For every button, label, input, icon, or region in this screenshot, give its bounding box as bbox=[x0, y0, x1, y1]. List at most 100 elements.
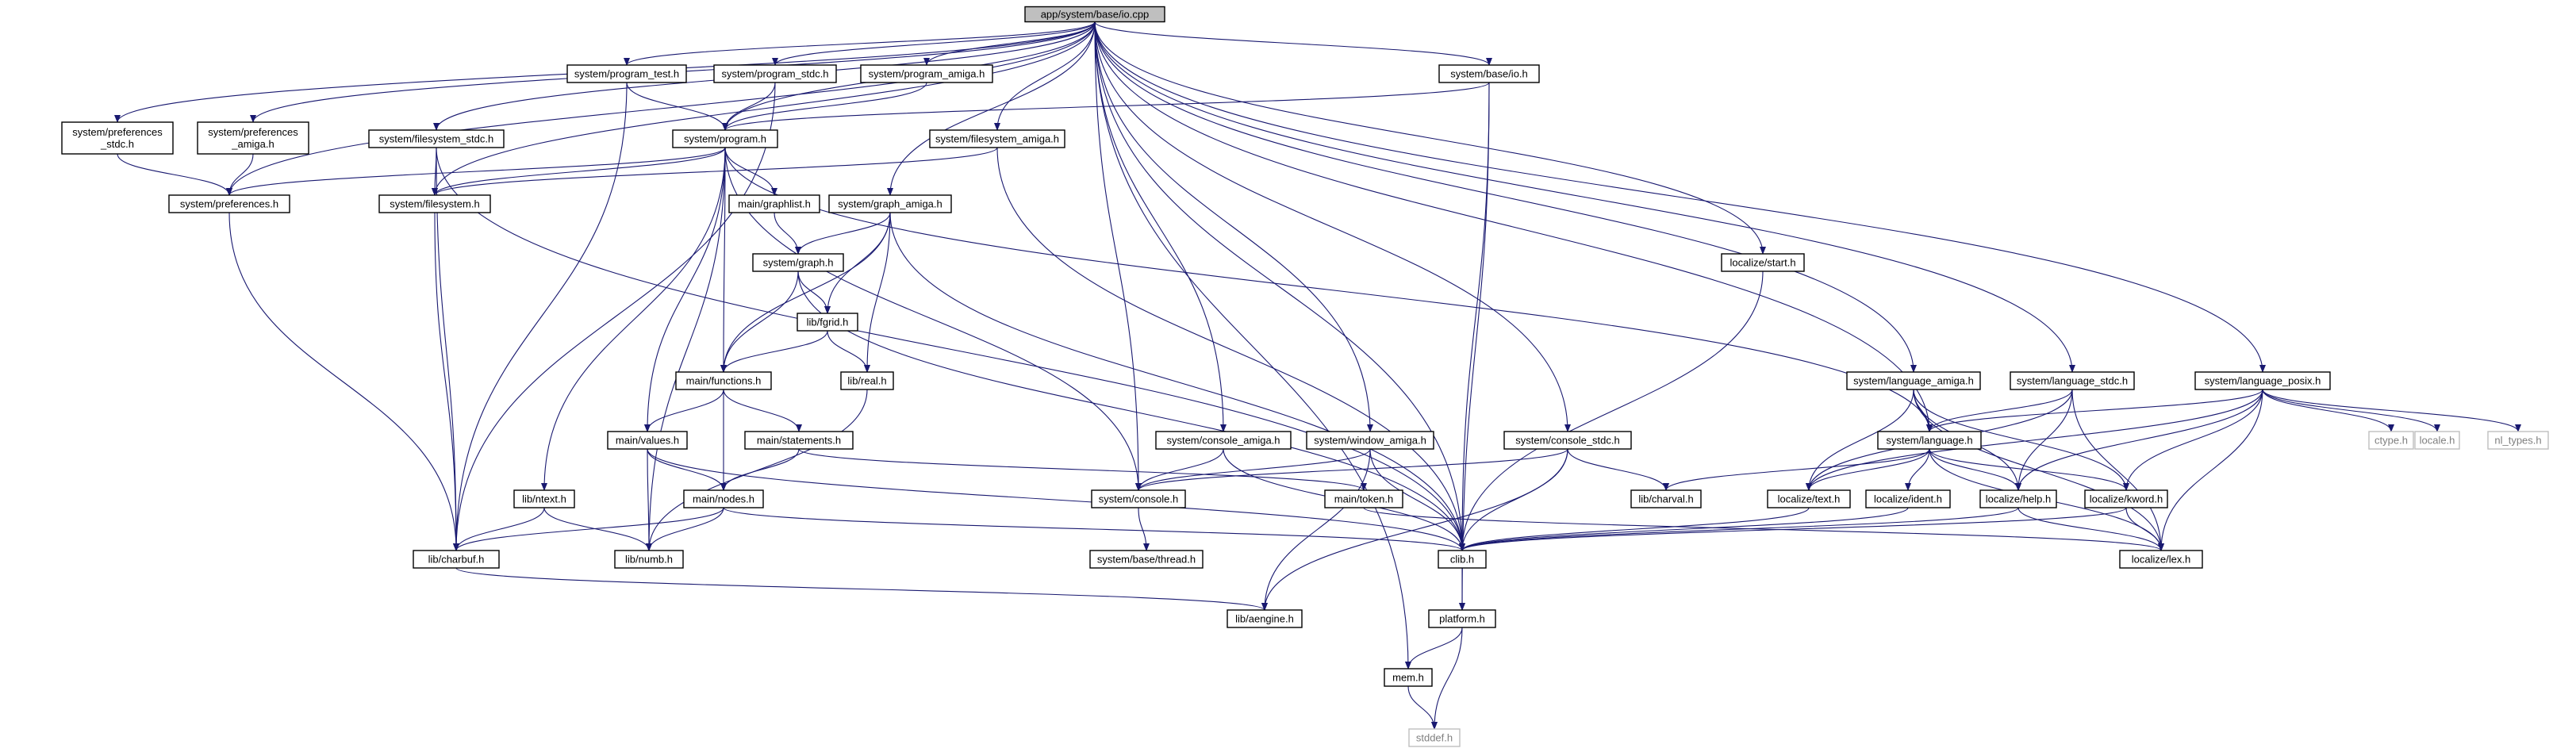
node-lib-numb-h[interactable]: lib/numb.h bbox=[614, 550, 684, 569]
node-system-language-amiga-h[interactable]: system/language_amiga.h bbox=[1846, 371, 1981, 390]
node-localize-start-h[interactable]: localize/start.h bbox=[1721, 253, 1805, 272]
node-system-language-posix-h[interactable]: system/language_posix.h bbox=[2194, 371, 2331, 390]
include-edge-console_stdc-to-clib bbox=[1459, 448, 1568, 551]
include-edge-ltext-to-clib bbox=[1459, 507, 1810, 551]
include-edge-program_test-to-charbuf bbox=[453, 82, 628, 551]
node-system-console-amiga-h[interactable]: system/console_amiga.h bbox=[1155, 431, 1292, 450]
include-edge-program-to-filesystem bbox=[432, 147, 726, 196]
include-edge-statements-to-token bbox=[798, 448, 1367, 491]
node-localize-lex-h[interactable]: localize/lex.h bbox=[2119, 550, 2203, 569]
node-main-graphlist-h[interactable]: main/graphlist.h bbox=[728, 194, 820, 213]
include-edge-help-to-lex bbox=[2017, 507, 2164, 551]
node-box bbox=[1846, 371, 1981, 390]
node-box bbox=[2194, 371, 2331, 390]
include-edge-kword-to-lex bbox=[2125, 507, 2164, 551]
node-system-language-h[interactable]: system/language.h bbox=[1877, 431, 1982, 450]
node-system-base-thread-h[interactable]: system/base/thread.h bbox=[1089, 550, 1204, 569]
node-system-graph-amiga-h[interactable]: system/graph_amiga.h bbox=[828, 194, 952, 213]
node-system-program-amiga-h[interactable]: system/program_amiga.h bbox=[860, 64, 993, 83]
node-system-window-amiga-h[interactable]: system/window_amiga.h bbox=[1306, 431, 1434, 450]
node-lib-fgrid-h[interactable]: lib/fgrid.h bbox=[797, 313, 858, 332]
include-edge-program-to-preferences bbox=[226, 147, 726, 196]
node-label: system/graph_amiga.h bbox=[838, 198, 942, 210]
node-system-console-stdc-h[interactable]: system/console_stdc.h bbox=[1503, 431, 1632, 450]
include-edge-graph-to-functions bbox=[720, 270, 799, 373]
node-box bbox=[513, 489, 575, 508]
node-label: main/functions.h bbox=[686, 375, 762, 387]
include-edge-ident-to-clib bbox=[1459, 507, 1909, 551]
node-system-preferences-amiga-h[interactable]: system/preferences_amiga.h bbox=[197, 121, 309, 155]
node-localize-kword-h[interactable]: localize/kword.h bbox=[2084, 489, 2168, 508]
include-edge-ntext-to-charbuf bbox=[453, 507, 545, 551]
node-label: system/preferences.h bbox=[180, 198, 278, 210]
node-box bbox=[675, 371, 772, 390]
node-system-filesystem-h[interactable]: system/filesystem.h bbox=[378, 194, 491, 213]
node-system-preferences-h[interactable]: system/preferences.h bbox=[168, 194, 290, 213]
include-edge-charbuf-to-aengine bbox=[455, 567, 1268, 611]
node-label: lib/aengine.h bbox=[1235, 613, 1294, 625]
node-system-program-test-h[interactable]: system/program_test.h bbox=[566, 64, 687, 83]
node-system-graph-h[interactable]: system/graph.h bbox=[752, 253, 844, 272]
include-edge-functions-to-values bbox=[644, 389, 724, 432]
node-lib-real-h[interactable]: lib/real.h bbox=[840, 371, 894, 390]
node-box bbox=[728, 194, 820, 213]
node-main-statements-h[interactable]: main/statements.h bbox=[744, 431, 854, 450]
include-edge-console-to-thread bbox=[1138, 507, 1150, 551]
node-label: main/token.h bbox=[1334, 493, 1393, 505]
node-label: localize/ident.h bbox=[1874, 493, 1942, 505]
node-lib-charval-h[interactable]: lib/charval.h bbox=[1630, 489, 1702, 508]
node-box bbox=[168, 194, 290, 213]
node-system-program-h[interactable]: system/program.h bbox=[672, 129, 778, 148]
node-app-system-base-io-cpp[interactable]: app/system/base/io.cpp bbox=[1024, 6, 1165, 23]
node-main-token-h[interactable]: main/token.h bbox=[1324, 489, 1403, 508]
dependency-edges bbox=[114, 21, 2521, 730]
node-label: main/nodes.h bbox=[693, 493, 754, 505]
node-box bbox=[566, 64, 687, 83]
node-system-language-stdc-h[interactable]: system/language_stdc.h bbox=[2010, 371, 2135, 390]
include-edge-values-to-clib bbox=[647, 448, 1465, 551]
node-box bbox=[752, 253, 844, 272]
node-system-base-io-h[interactable]: system/base/io.h bbox=[1438, 64, 1540, 83]
node-label: system/graph.h bbox=[763, 257, 834, 269]
include-edge-language-to-charval bbox=[1663, 448, 1930, 491]
include-edge-graph-to-clib bbox=[797, 270, 1465, 551]
node-platform-h[interactable]: platform.h bbox=[1428, 609, 1496, 628]
node-nl-types-h: nl_types.h bbox=[2487, 431, 2549, 450]
include-edge-fs_stdc-to-clib bbox=[436, 147, 1465, 551]
include-edge-ntext-to-numb bbox=[543, 507, 652, 551]
node-label: system/filesystem_amiga.h bbox=[935, 133, 1059, 145]
node-system-console-h[interactable]: system/console.h bbox=[1091, 489, 1186, 508]
node-main-nodes-h[interactable]: main/nodes.h bbox=[683, 489, 764, 508]
node-lib-aengine-h[interactable]: lib/aengine.h bbox=[1227, 609, 1303, 628]
node-box bbox=[413, 550, 500, 569]
node-label: system/program.h bbox=[684, 133, 766, 145]
node-mem-h[interactable]: mem.h bbox=[1384, 668, 1433, 687]
node-system-program-stdc-h[interactable]: system/program_stdc.h bbox=[713, 64, 837, 83]
node-localize-text-h[interactable]: localize/text.h bbox=[1767, 489, 1851, 508]
node-box bbox=[1503, 431, 1632, 450]
node-localize-help-h[interactable]: localize/help.h bbox=[1979, 489, 2057, 508]
include-edge-program_amiga-to-program bbox=[722, 82, 927, 131]
node-label: localize/start.h bbox=[1729, 257, 1795, 269]
node-localize-ident-h[interactable]: localize/ident.h bbox=[1865, 489, 1951, 508]
node-box bbox=[1428, 609, 1496, 628]
node-lib-ntext-h[interactable]: lib/ntext.h bbox=[513, 489, 575, 508]
include-edge-mem-to-stddef bbox=[1407, 685, 1438, 730]
node-main-functions-h[interactable]: main/functions.h bbox=[675, 371, 772, 390]
node-label: nl_types.h bbox=[2494, 435, 2541, 447]
include-edge-language-to-ident bbox=[1905, 448, 1930, 491]
node-label: main/statements.h bbox=[757, 435, 841, 447]
node-system-filesystem-amiga-h[interactable]: system/filesystem_amiga.h bbox=[929, 129, 1065, 148]
node-system-preferences-stdc-h[interactable]: system/preferences_stdc.h bbox=[61, 121, 174, 155]
include-edge-root-to-mem bbox=[1094, 21, 1411, 670]
node-label: localize/text.h bbox=[1778, 493, 1841, 505]
node-clib-h[interactable]: clib.h bbox=[1438, 550, 1487, 569]
node-main-values-h[interactable]: main/values.h bbox=[607, 431, 688, 450]
include-edge-lang_posix-to-locale bbox=[2262, 389, 2440, 432]
node-lib-charbuf-h[interactable]: lib/charbuf.h bbox=[413, 550, 500, 569]
node-system-filesystem-stdc-h[interactable]: system/filesystem_stdc.h bbox=[368, 129, 505, 148]
node-box bbox=[2487, 431, 2549, 450]
node-box bbox=[672, 129, 778, 148]
node-label: system/program_stdc.h bbox=[721, 68, 828, 80]
